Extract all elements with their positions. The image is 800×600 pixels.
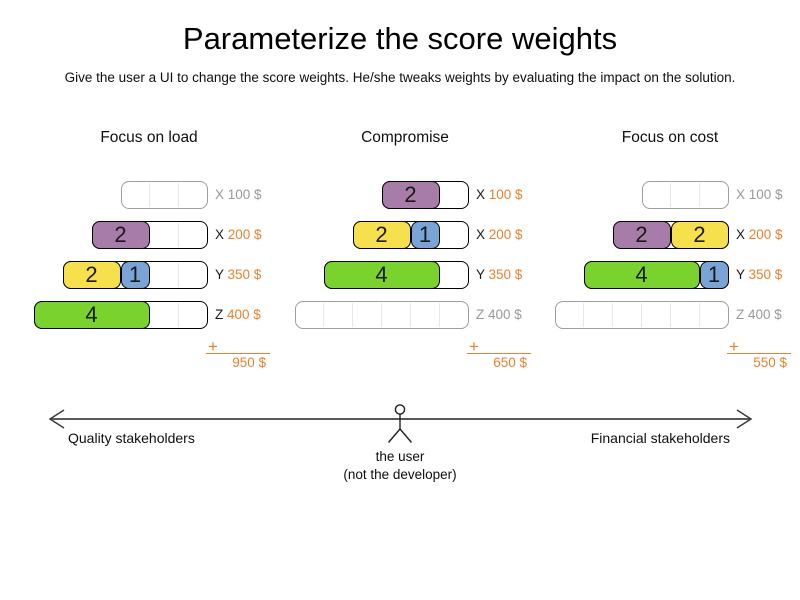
row-cost: 400 $ [227,307,261,322]
row-label: Z 400 $ [215,307,261,322]
scenario-title: Compromise [361,129,449,146]
sum-total: 950 $ [232,355,266,370]
cell-divider [670,303,671,327]
cell-divider [178,303,179,327]
row-key: X [476,187,486,202]
cell-divider [178,183,179,207]
cell-divider [410,303,411,327]
sum-line [467,353,531,354]
sum-line [727,353,791,354]
cell-divider [149,183,150,207]
weight-row: 4 [323,260,469,289]
cell-divider [699,303,700,327]
weight-segment: 1 [410,220,440,249]
weight-segment: 2 [62,260,121,289]
row-label: X 100 $ [736,187,783,202]
page-subtitle: Give the user a UI to change the score w… [64,70,736,85]
weight-row [555,301,729,329]
row-key: X [736,227,746,242]
sum-plus-sign: + [208,337,218,356]
sum-total: 550 $ [753,355,787,370]
row-key: Z [736,307,745,322]
cell-divider [583,303,584,327]
row-label: Z 400 $ [736,307,782,322]
row-key: X [476,227,486,242]
sum-plus-sign: + [469,337,479,356]
row-key: X [215,187,225,202]
row-cost: 200 $ [748,227,783,242]
weight-segment: 2 [352,220,411,249]
row-cost: 200 $ [227,227,262,242]
row-label: X 200 $ [476,227,523,242]
row-cost: 200 $ [488,227,523,242]
cell-divider [178,263,179,287]
row-cost: 100 $ [748,187,783,202]
page-title: Parameterize the score weights [182,21,618,56]
sum-plus-sign: + [729,337,739,356]
row-label: Y 350 $ [476,267,522,282]
row-key: Z [476,307,485,322]
cell-divider [641,303,642,327]
weight-row: 4 [33,300,208,329]
row-cost: 100 $ [227,187,262,202]
row-label: X 100 $ [476,187,523,202]
weight-segment: 1 [699,260,729,289]
row-key: Y [476,267,485,282]
row-cost: 350 $ [748,267,783,282]
weight-segment: 2 [91,220,150,249]
row-label: Y 350 $ [215,267,261,282]
row-key: Y [215,267,224,282]
row-label: X 100 $ [215,187,262,202]
cell-divider [612,303,613,327]
row-cost: 350 $ [227,267,262,282]
row-key: X [215,227,225,242]
arrow-right-icon [736,409,753,429]
weight-segment: 4 [583,260,700,289]
weight-segment: 4 [323,260,440,289]
cell-divider [699,183,700,207]
row-key: X [736,187,746,202]
row-cost: 350 $ [488,267,523,282]
user-sublabel: (not the developer) [343,467,457,482]
weight-row [642,181,729,209]
cell-divider [352,303,353,327]
weight-row: 2 [381,180,469,209]
weight-row: 2 [91,220,208,249]
scenario-title: Focus on cost [621,129,719,146]
arrow-left-icon [48,409,65,429]
weight-row [295,301,469,329]
row-key: Z [215,307,224,322]
scenario-title: Focus on load [100,129,198,146]
weight-segment: 2 [612,220,671,249]
cell-divider [381,303,382,327]
row-cost: 400 $ [488,307,522,322]
sum-total: 650 $ [493,355,527,370]
row-key: Y [736,267,745,282]
row-cost: 100 $ [488,187,523,202]
row-label: Y 350 $ [736,267,782,282]
cell-divider [178,223,179,247]
cell-divider [323,303,324,327]
cell-divider [670,183,671,207]
row-label: X 200 $ [736,227,783,242]
row-cost: 400 $ [748,307,782,322]
axis-label-quality: Quality stakeholders [68,430,195,446]
weight-segment: 1 [120,260,150,289]
weight-row [121,181,208,209]
axis-label-financial: Financial stakeholders [590,430,730,446]
weight-segment: 2 [670,220,729,249]
sum-line [206,353,270,354]
cell-divider [439,303,440,327]
row-label: Z 400 $ [476,307,522,322]
user-figure-icon [387,404,413,443]
user-label: the user [375,449,425,464]
weight-segment: 4 [33,300,150,329]
weight-segment: 2 [381,180,440,209]
row-label: X 200 $ [215,227,262,242]
